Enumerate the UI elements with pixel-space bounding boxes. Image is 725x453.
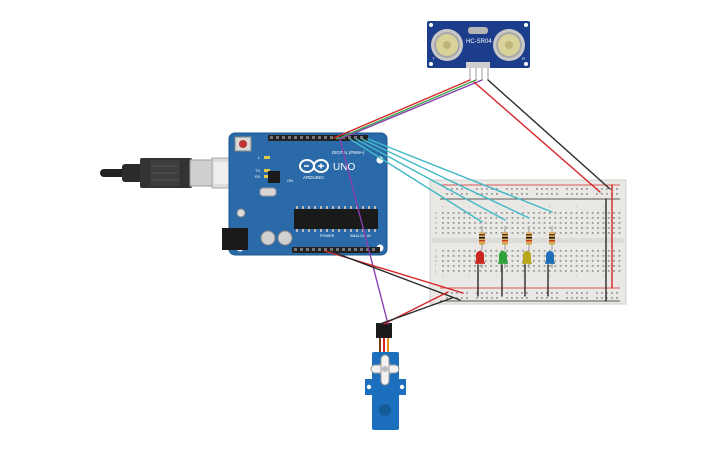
regulator	[236, 208, 246, 218]
wire-led-3[interactable]	[361, 138, 530, 219]
crystal	[259, 187, 277, 197]
servo-mount-tab	[365, 379, 406, 395]
arduino-board[interactable]: DIGITAL (PWM~) L TX RX UNO ARDUINO ON	[222, 132, 388, 256]
analog-label: ANALOG IN	[350, 234, 371, 238]
wire-sensor-5v[interactable]	[473, 81, 601, 193]
breadboard-holes	[442, 188, 621, 299]
wire-arduino-gnd[interactable]	[329, 250, 461, 301]
servo-connector[interactable]	[376, 323, 392, 338]
wire-led-4[interactable]	[367, 138, 553, 213]
board-model-label: UNO	[333, 162, 355, 173]
transmitter-icon	[431, 29, 463, 61]
tx-led	[264, 169, 270, 172]
resistor[interactable]	[526, 226, 532, 250]
rx-led	[264, 175, 270, 178]
row-letters-bottom: f g h i j	[434, 248, 437, 273]
board-brand-label: ARDUINO	[303, 175, 324, 180]
led-red[interactable]	[475, 226, 485, 272]
wire-sensor-echo[interactable]	[339, 79, 483, 140]
wire-sensor-gnd[interactable]	[487, 79, 611, 190]
arduino-logo-icon	[299, 159, 329, 173]
tx-label: TX	[255, 168, 260, 173]
wire-led-2[interactable]	[355, 138, 506, 221]
capacitor	[277, 230, 293, 246]
wire-sensor-trig[interactable]	[336, 79, 477, 140]
resistor[interactable]	[479, 226, 485, 250]
chip-pins	[296, 206, 376, 232]
reset-button-cap[interactable]	[239, 140, 247, 148]
digital-header-label: DIGITAL (PWM~)	[332, 150, 365, 155]
svg-text:i: i	[435, 263, 436, 268]
microcontroller-chip	[294, 209, 378, 229]
svg-text:d: d	[435, 225, 437, 230]
svg-text:b: b	[435, 215, 438, 220]
led-yellow[interactable]	[522, 226, 532, 272]
wire-sensor-vcc[interactable]	[333, 79, 471, 139]
led-green[interactable]	[498, 226, 508, 272]
capacitor	[260, 230, 276, 246]
power-label: POWER	[320, 234, 335, 238]
sensor-t-label: T	[432, 56, 435, 61]
svg-text:g: g	[435, 253, 437, 258]
row-letters-top: a b c d e	[435, 210, 438, 235]
ultrasonic-sensor[interactable]: HC-SR04 T R	[427, 21, 530, 80]
power-pins	[294, 248, 375, 251]
rx-label: RX	[255, 174, 261, 179]
svg-text:f: f	[435, 248, 437, 253]
power-jack[interactable]	[222, 228, 248, 250]
svg-text:a: a	[435, 210, 438, 215]
usb-chip	[268, 171, 280, 183]
sensor-model-label: HC-SR04	[466, 39, 492, 45]
wire-servo-gnd[interactable]	[379, 297, 453, 325]
wire-servo-signal[interactable]	[339, 138, 389, 325]
svg-text:c: c	[435, 220, 437, 225]
svg-text:j: j	[434, 268, 436, 273]
servo-motor-icon[interactable]	[365, 323, 406, 430]
l-led-label: L	[258, 155, 261, 160]
sensor-pin-header[interactable]	[466, 62, 490, 68]
crystal-oscillator	[468, 27, 488, 34]
resistor[interactable]	[549, 226, 555, 250]
on-label: ON	[287, 178, 293, 183]
wires[interactable]	[324, 79, 613, 325]
wire-led-1[interactable]	[349, 138, 483, 223]
led-resistor-array[interactable]	[475, 226, 555, 272]
svg-text:h: h	[435, 258, 437, 263]
sensor-r-label: R	[522, 56, 525, 61]
led-blue[interactable]	[545, 226, 555, 272]
l-led	[264, 156, 270, 159]
usb-cable-icon	[100, 157, 249, 189]
receiver-icon	[493, 29, 525, 61]
svg-text:e: e	[435, 230, 438, 235]
resistor[interactable]	[502, 226, 508, 250]
